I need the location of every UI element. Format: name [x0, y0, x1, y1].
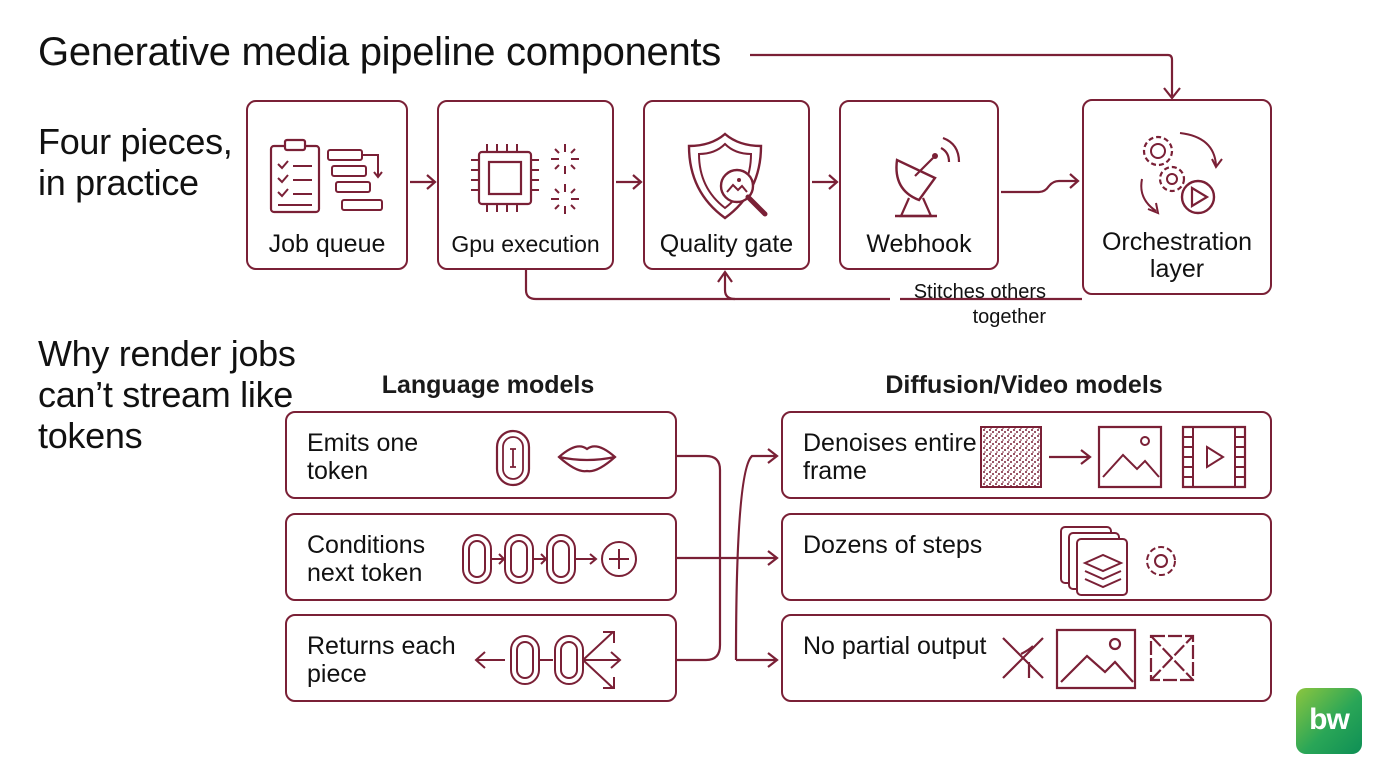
right-column-heading: Diffusion/Video models [885, 371, 1163, 399]
arrow-right-icon [408, 172, 438, 192]
left-column-heading: Language models [381, 371, 595, 399]
right-row-no-partial: No partial output [781, 614, 1272, 702]
curved-arrow-to-orchestration [999, 172, 1083, 196]
token-stream-arrows-icon [473, 626, 623, 694]
row-label: Denoises entire frame [803, 429, 977, 485]
title-to-orchestration-arrow [740, 40, 1190, 110]
subtitle-four-pieces: Four pieces, in practice [38, 121, 233, 203]
stage-job-queue: Job queue [246, 100, 408, 270]
stage-label: Gpu execution [451, 231, 600, 257]
left-row-conditions-token: Conditions next token [285, 513, 677, 601]
noise-to-image-film-icon [977, 423, 1253, 489]
token-mouth-icon [489, 427, 629, 487]
row-label: Conditions next token [307, 531, 426, 587]
gpu-chip-icon [471, 144, 579, 214]
stage-gpu-execution: Gpu execution [437, 100, 614, 270]
token-chain-plus-icon [461, 531, 651, 587]
arrow-right-icon [810, 172, 840, 192]
left-row-returns-piece: Returns each piece [285, 614, 677, 702]
row-label: Returns each piece [307, 632, 456, 688]
left-row-emits-token: Emits one token [285, 411, 677, 499]
row-label: Emits one token [307, 429, 419, 485]
stage-label: Webhook [866, 230, 972, 258]
clipboard-queue-icon [268, 138, 388, 218]
stage-webhook: Webhook [839, 100, 999, 270]
page-title: Generative media pipeline components [38, 30, 721, 74]
row-label: No partial output [803, 632, 987, 660]
right-row-denoises-frame: Denoises entire frame [781, 411, 1272, 499]
gears-play-icon [1128, 125, 1228, 221]
subtitle-render-jobs: Why render jobs can’t stream like tokens [38, 333, 296, 456]
row-label: Dozens of steps [803, 531, 983, 559]
stage-orchestration-layer: Orchestration layer [1082, 99, 1272, 295]
crossed-partial-image-icon [999, 626, 1199, 692]
layers-gear-icon [1059, 523, 1189, 595]
satellite-dish-icon [879, 130, 969, 222]
stage-label: Orchestration layer [1101, 228, 1253, 283]
loop-note: Stitches others together [913, 281, 1046, 328]
stage-label: Job queue [268, 230, 386, 258]
feedback-loop-arrows [520, 264, 1120, 314]
brand-logo: bw [1296, 688, 1362, 754]
shield-magnifier-icon [681, 130, 781, 226]
arrow-right-icon [614, 172, 644, 192]
stage-label: Quality gate [659, 230, 794, 258]
stage-quality-gate: Quality gate [643, 100, 810, 270]
right-row-dozens-steps: Dozens of steps [781, 513, 1272, 601]
column-connectors [676, 440, 786, 670]
